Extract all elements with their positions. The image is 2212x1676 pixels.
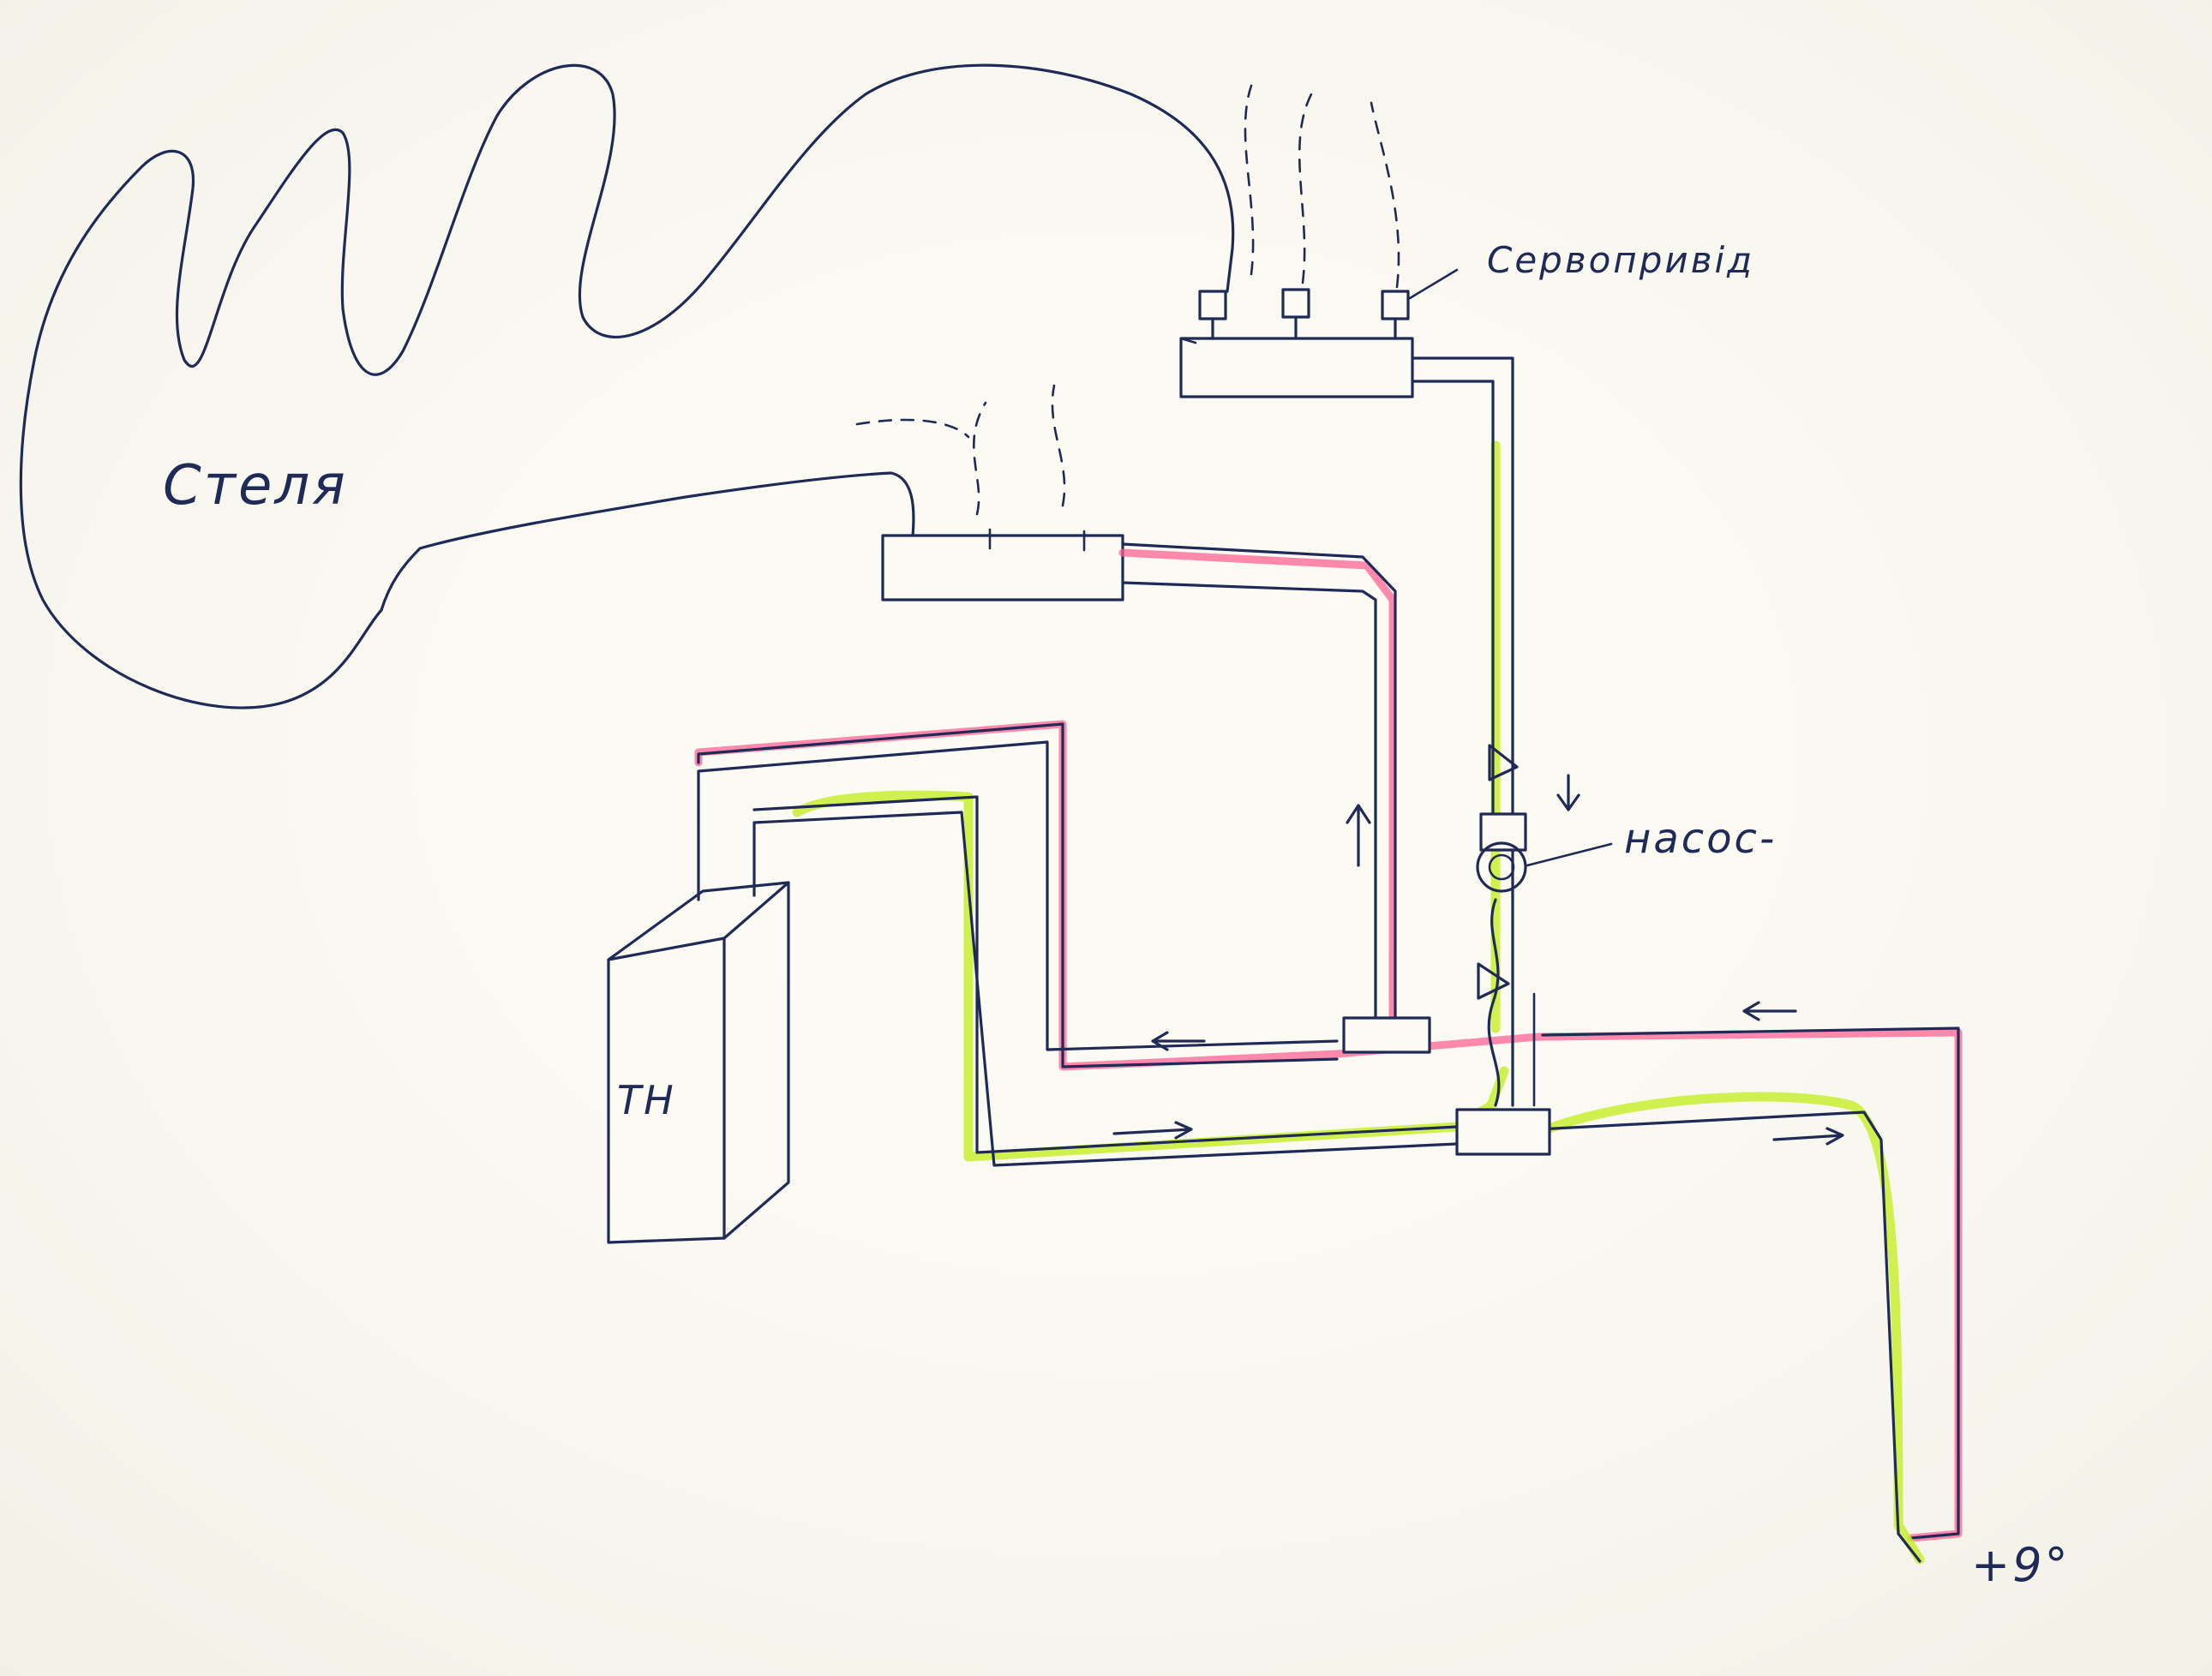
return-tee: [1455, 1108, 1551, 1156]
check-valve-lower: [1477, 962, 1510, 1000]
ceiling-heating-loop: [19, 63, 1235, 709]
ceiling-label: Стеля: [163, 454, 348, 518]
right-loop-inner: [1537, 1110, 1921, 1563]
flow-arrow-left-right-loop: [1742, 1001, 1797, 1021]
servo-actuator-2: [1281, 288, 1310, 319]
pump-line-lower: [1487, 898, 1501, 1107]
pump-symbol: [1476, 841, 1527, 893]
pump-label-pointer: [1526, 842, 1613, 867]
supply-pipe-inner: [697, 740, 1339, 1051]
temperature-label: +9°: [1971, 1538, 2071, 1592]
servo-label-pointer: [1408, 268, 1459, 300]
manifold-riser-inner: [1121, 581, 1377, 1026]
flow-arrow-right-right-loop: [1772, 1127, 1844, 1146]
flow-arrow-right-return: [1112, 1121, 1193, 1140]
servo-actuator-3: [1381, 290, 1410, 320]
middle-loop-dash-2: [973, 401, 987, 516]
manifold-riser-outer: [1121, 542, 1397, 1020]
flow-arrow-up: [1346, 804, 1371, 867]
pump-label: насос-: [1624, 815, 1777, 863]
servo-label: Сервопривід: [1487, 239, 1754, 281]
supply-tee: [1342, 1016, 1431, 1054]
flow-arrow-left-supply: [1151, 1031, 1206, 1051]
middle-loop-dash-1: [855, 418, 970, 439]
check-valve-upper: [1488, 744, 1519, 781]
pump-housing: [1479, 812, 1527, 852]
right-loop-outer: [1541, 1027, 1960, 1540]
return-pipe-inner: [752, 811, 1459, 1167]
upper-loop-dash-3: [1370, 101, 1400, 289]
ceiling-loop-return: [380, 471, 915, 612]
pump-line-outer: [1411, 356, 1514, 1107]
pump-line-inner: [1411, 380, 1495, 816]
flow-arrow-down: [1556, 774, 1580, 811]
upper-manifold: [1179, 337, 1414, 398]
middle-manifold: [881, 534, 1124, 602]
supply-pipe-outer: [697, 722, 1339, 1068]
upper-loop-dash-1: [1244, 84, 1255, 276]
heat-pump-label: ТН: [617, 1077, 676, 1123]
servo-actuator-1: [1198, 290, 1227, 320]
upper-loop-dash-2: [1298, 93, 1313, 284]
